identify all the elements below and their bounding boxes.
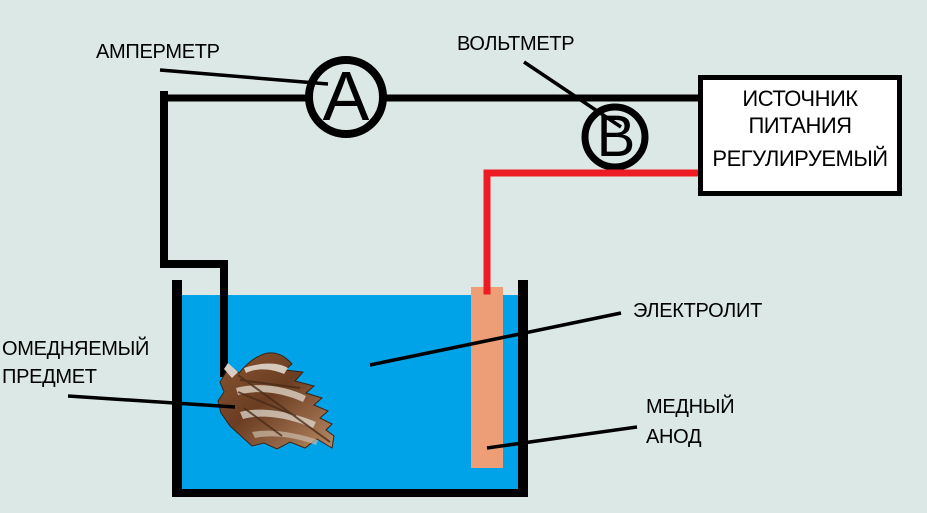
leaf-highlight (252, 430, 318, 445)
power-supply-label-line3: РЕГУЛИРУЕМЫЙ (712, 146, 888, 171)
plated-object-label-line2: ПРЕДМЕТ (2, 366, 97, 388)
electrolyte-label: ЭЛЕКТРОЛИТ (633, 300, 762, 322)
copper-anode (471, 287, 503, 468)
ammeter-pointer-line (159, 68, 329, 86)
power-supply-box: ИСТОЧНИК ПИТАНИЯ РЕГУЛИРУЕМЫЙ (698, 75, 902, 196)
ammeter-symbol: А (322, 57, 370, 135)
anode-pointer-line (486, 425, 638, 450)
leaf-highlight (236, 385, 306, 402)
tank-right-wall (518, 280, 528, 497)
tank-left-wall (172, 280, 182, 497)
pointer-lines (67, 60, 638, 450)
voltmeter-label: ВОЛЬТМЕТР (457, 33, 575, 55)
plated-object-pointer-line (67, 394, 236, 409)
anode-wire-red (483, 169, 704, 295)
tank (172, 280, 528, 497)
tank-bottom (172, 489, 528, 497)
leaf-highlight (244, 363, 288, 374)
plated-object-leaf (217, 352, 335, 450)
power-supply-label-line2: ПИТАНИЯ (748, 113, 852, 138)
voltmeter-circle (581, 103, 649, 171)
copper-anode-label-line1: МЕДНЫЙ (646, 396, 735, 418)
plated-object-label-line1: ОМЕДНЯЕМЫЙ (2, 338, 150, 360)
ammeter-label: АМПЕРМЕТР (96, 41, 220, 63)
plated-object-label: ОМЕДНЯЕМЫЙ ПРЕДМЕТ (2, 335, 149, 391)
voltmeter-pointer-line (523, 60, 622, 129)
leaf-highlight (240, 409, 316, 428)
copper-anode-label-line2: АНОД (646, 426, 702, 448)
leaf-veins (237, 374, 331, 443)
leaf-stem (224, 363, 238, 378)
copper-anode-label: МЕДНЫЙ АНОД (646, 392, 735, 452)
ammeter-circle (305, 56, 387, 138)
power-supply-label-line1: ИСТОЧНИК (742, 86, 858, 111)
cathode-wire (160, 91, 228, 377)
voltmeter-symbol: В (596, 104, 636, 169)
electrolyte-pointer-line (369, 311, 622, 367)
